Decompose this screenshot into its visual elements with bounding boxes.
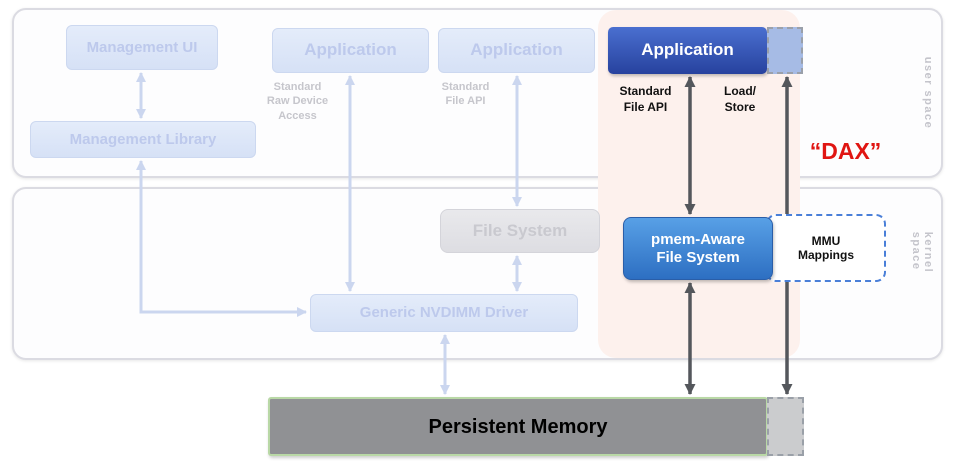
management-ui-box: Management UI [66,25,218,70]
dax-label: “DAX” [809,138,882,164]
standard-file-api-label: Standard File API [619,84,672,114]
mmu-mappings-box: MMU Mappings [766,214,886,282]
persistent-memory-load-store-segment [767,397,804,456]
kernel-space-band-label: kernel space [910,231,934,273]
application-faded-left-box: Application [272,28,429,73]
standard-raw-device-access-label: Standard Raw Device Access [266,81,329,122]
file-system-faded-box: File System [440,209,600,253]
generic-nvdimm-driver-box: Generic NVDIMM Driver [310,294,578,332]
user-space-band-label: user space [922,56,934,130]
application-dax-box: Application [608,27,767,74]
application-faded-mid-box: Application [438,28,595,73]
management-library-box: Management Library [30,121,256,158]
application-load-store-segment [767,27,803,74]
standard-file-api-faded-label: Standard File API [441,81,490,108]
pmem-aware-file-system-box: pmem-Aware File System [623,217,773,280]
persistent-memory-box: Persistent Memory [268,397,768,456]
load-store-label: Load/ Store [724,84,756,114]
